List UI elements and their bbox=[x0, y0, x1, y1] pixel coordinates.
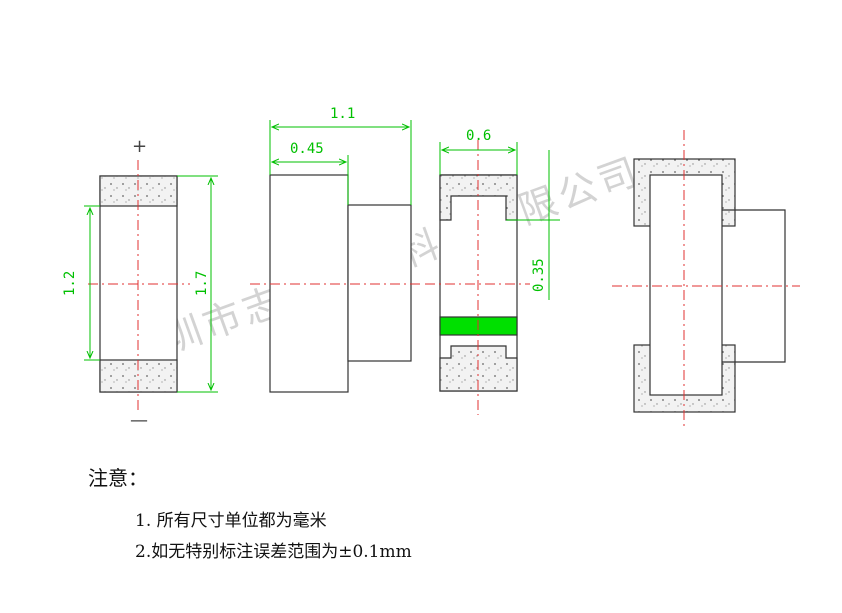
note-item-1: 1. 所有尺寸单位都为毫米 bbox=[135, 511, 327, 531]
dim-pad-depth: 0.35 bbox=[531, 258, 547, 292]
dim-top-section: 0.45 bbox=[290, 141, 324, 157]
note-item-2: 2.如无特别标注误差范围为±0.1mm bbox=[135, 542, 412, 562]
dim-lines-end bbox=[439, 142, 560, 300]
dim-width: 0.6 bbox=[466, 128, 491, 144]
polarity-plus: + bbox=[132, 136, 147, 157]
view-end-centerlines bbox=[425, 140, 530, 415]
dim-height-inner: 1.2 bbox=[62, 271, 78, 296]
notes-title: 注意： bbox=[88, 466, 148, 490]
view-side bbox=[269, 174, 412, 393]
view-front-centerlines bbox=[88, 160, 190, 410]
dim-lines-side bbox=[269, 120, 412, 205]
view-footprint-centerlines bbox=[612, 130, 800, 430]
dim-height-total: 1.7 bbox=[194, 271, 210, 296]
dim-total-length: 1.1 bbox=[330, 106, 355, 122]
polarity-minus: — bbox=[130, 410, 148, 431]
dim-lines-front bbox=[84, 175, 218, 393]
